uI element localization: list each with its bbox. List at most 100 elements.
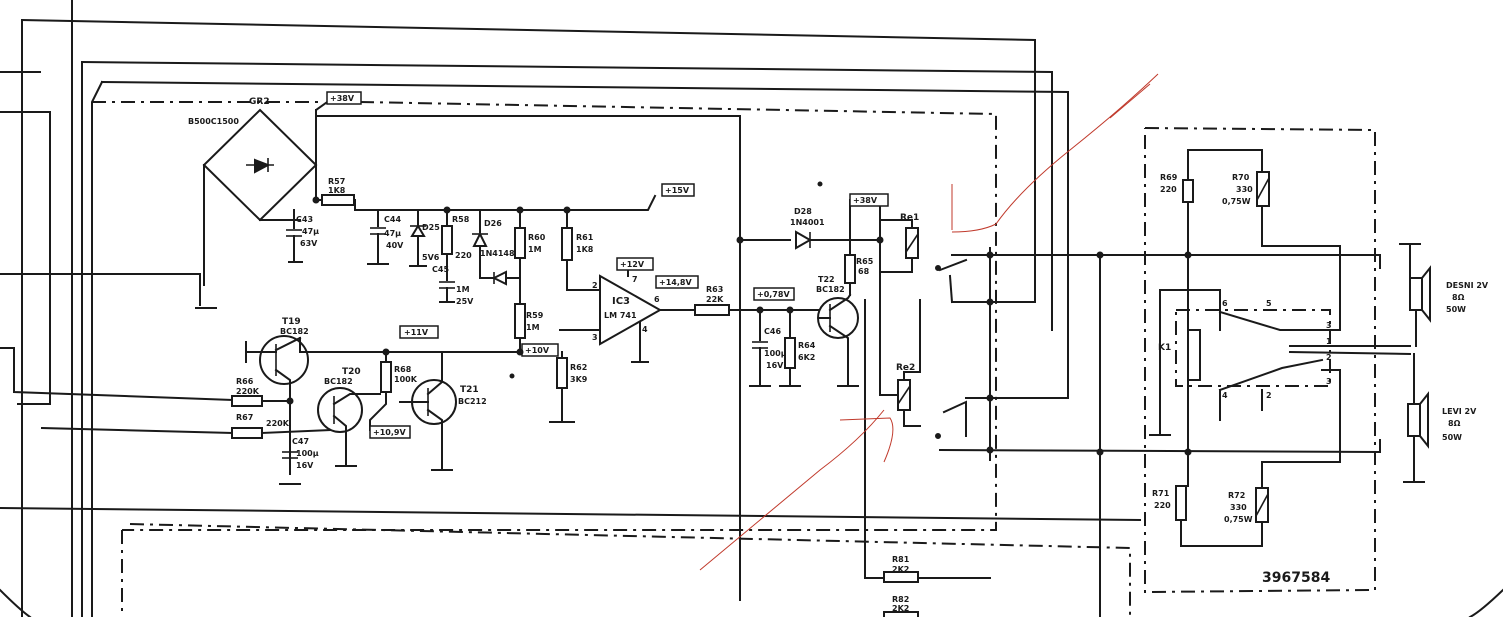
svg-text:BC182: BC182 xyxy=(816,285,845,294)
svg-text:T21: T21 xyxy=(460,385,479,395)
svg-text:220K: 220K xyxy=(236,387,260,396)
svg-text:+11V: +11V xyxy=(404,328,429,337)
svg-text:+10V: +10V xyxy=(525,346,550,355)
resistor-r64: R64 6K2 xyxy=(779,309,816,387)
rail-38v-tag-b: +38V xyxy=(849,193,889,207)
resistor-r81: R81 2K2 xyxy=(864,299,991,583)
rail-10v-tag: +10V xyxy=(521,343,559,357)
capacitor-c45: C45 1M 25V xyxy=(432,265,474,306)
svg-text:330: 330 xyxy=(1230,503,1247,512)
svg-text:100µ: 100µ xyxy=(764,349,787,358)
svg-text:+14,8V: +14,8V xyxy=(659,278,692,287)
board-outlines xyxy=(92,101,1376,617)
resistor-r72: R72 330 0,75W xyxy=(1224,369,1341,547)
bridge-ref-label: GR2 xyxy=(249,97,270,107)
rail-15v-tag: +15V xyxy=(661,183,695,197)
svg-text:1K8: 1K8 xyxy=(576,245,594,254)
svg-text:Re2: Re2 xyxy=(896,363,915,373)
svg-text:Re1: Re1 xyxy=(900,213,919,223)
svg-text:4: 4 xyxy=(1222,391,1228,400)
svg-text:6: 6 xyxy=(1222,299,1228,308)
svg-text:3: 3 xyxy=(592,333,598,342)
svg-text:LEVI 2V: LEVI 2V xyxy=(1442,407,1477,416)
opamp-ic3: IC3 LM 741 2 3 4 6 7 xyxy=(559,263,696,363)
svg-text:4: 4 xyxy=(642,325,648,334)
svg-text:1M: 1M xyxy=(528,245,542,254)
svg-text:3: 3 xyxy=(1326,321,1332,330)
svg-text:16V: 16V xyxy=(766,361,784,370)
rail-12v-tag: +12V xyxy=(616,257,654,271)
svg-text:50W: 50W xyxy=(1442,433,1462,442)
transistor-t21: T21 BC212 xyxy=(399,351,487,471)
svg-text:0,75W: 0,75W xyxy=(1224,515,1253,524)
svg-text:IC3: IC3 xyxy=(612,296,630,307)
board-id-label: 3967584 xyxy=(1262,570,1330,586)
svg-text:220K: 220K xyxy=(266,419,290,428)
transistor-t19: T19 BC182 xyxy=(245,317,521,475)
svg-text:R69: R69 xyxy=(1160,173,1178,182)
svg-text:68: 68 xyxy=(858,267,870,276)
resistor-r62: R62 3K9 xyxy=(549,351,588,423)
transistor-t22: T22 BC182 xyxy=(816,275,859,387)
svg-text:R59: R59 xyxy=(526,311,544,320)
svg-text:220: 220 xyxy=(455,251,472,260)
svg-text:R70: R70 xyxy=(1232,173,1250,182)
svg-text:R71: R71 xyxy=(1152,489,1170,498)
svg-text:R72: R72 xyxy=(1228,491,1245,500)
output-wiring xyxy=(938,247,1381,617)
svg-text:0,75W: 0,75W xyxy=(1222,197,1251,206)
svg-text:5: 5 xyxy=(1266,299,1272,308)
svg-text:D26: D26 xyxy=(484,219,502,228)
svg-text:R64: R64 xyxy=(798,341,816,350)
diode-d27: 1N4148 xyxy=(480,249,521,286)
resistor-r71: R71 220 xyxy=(1152,485,1263,547)
svg-text:1K8: 1K8 xyxy=(328,186,346,195)
svg-text:1N4148: 1N4148 xyxy=(480,249,515,258)
capacitor-c44: C44 47µ 40V xyxy=(367,209,404,265)
red-annotations xyxy=(699,73,1159,571)
bridge-rectifier: GR2 B500C1500 xyxy=(188,97,332,309)
resistor-r68: R68 100K xyxy=(369,351,418,431)
resistor-r82: R82 2K2 xyxy=(883,595,919,617)
svg-text:8Ω: 8Ω xyxy=(1452,293,1465,302)
svg-text:D25: D25 xyxy=(422,223,440,232)
svg-text:R60: R60 xyxy=(528,233,546,242)
junction-dots xyxy=(286,181,1192,456)
svg-text:5V6: 5V6 xyxy=(422,253,440,262)
relay-k1: K1 6 5 4 2 3 1 2 3 xyxy=(1158,299,1412,421)
svg-text:25V: 25V xyxy=(456,297,474,306)
resistor-r63: R63 22K xyxy=(694,285,821,316)
svg-text:LM 741: LM 741 xyxy=(604,311,637,320)
resistor-r66: R66 220K xyxy=(231,377,291,407)
svg-text:C46: C46 xyxy=(764,327,781,336)
capacitor-c47: C47 100µ 16V xyxy=(279,437,319,485)
svg-text:22K: 22K xyxy=(706,295,724,304)
svg-text:47µ: 47µ xyxy=(384,229,401,238)
svg-text:R63: R63 xyxy=(706,285,723,294)
diode-d28: D28 1N4001 xyxy=(790,207,825,250)
svg-text:T20: T20 xyxy=(342,367,361,377)
svg-text:47µ: 47µ xyxy=(302,227,319,236)
svg-text:63V: 63V xyxy=(300,239,318,248)
svg-text:2: 2 xyxy=(592,281,598,290)
svg-text:R58: R58 xyxy=(452,215,470,224)
resistor-r70: R70 330 0,75W xyxy=(1222,149,1341,331)
speaker-left: LEVI 2V 8Ω 50W xyxy=(1403,353,1477,483)
svg-text:6K2: 6K2 xyxy=(798,353,815,362)
svg-text:+38V: +38V xyxy=(330,94,355,103)
svg-text:C45: C45 xyxy=(432,265,449,274)
svg-text:C43: C43 xyxy=(296,215,313,224)
svg-text:+0,78V: +0,78V xyxy=(757,290,790,299)
svg-text:1: 1 xyxy=(1326,337,1332,346)
resistor-r65: R65 68 xyxy=(844,254,874,296)
resistor-r60: R60 1M xyxy=(514,209,546,305)
svg-text:R66: R66 xyxy=(236,377,254,386)
svg-text:220: 220 xyxy=(1160,185,1177,194)
svg-text:2: 2 xyxy=(1326,353,1332,362)
svg-text:K1: K1 xyxy=(1158,343,1171,353)
resistor-r57: R57 1K8 xyxy=(321,177,355,206)
svg-text:50W: 50W xyxy=(1446,305,1466,314)
rail-38v-tag: +38V xyxy=(326,91,362,105)
transistor-t20: T20 BC182 xyxy=(317,367,381,467)
